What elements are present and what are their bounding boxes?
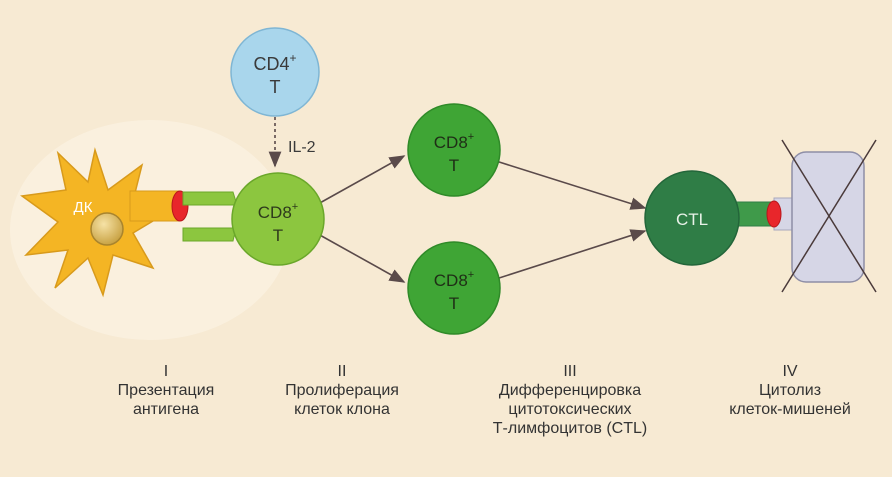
cd4-type: T: [270, 77, 281, 97]
tcr-lower: [182, 227, 237, 242]
cd8-top-sup: +: [468, 131, 474, 143]
stage-2-number: II: [337, 363, 347, 380]
stage-caption-3: III Дифференцировка цитотоксических Т-ли…: [460, 362, 680, 438]
stage-caption-1: I Презентация антигена: [86, 362, 246, 419]
target-antigen: [766, 200, 782, 228]
stage-caption-2: II Пролиферация клеток клона: [252, 362, 432, 419]
cd8-main-type: T: [273, 226, 283, 245]
stage-2-line2: клеток клона: [294, 401, 390, 418]
cd8-t-cell-main: CD8+ T: [231, 172, 325, 266]
svg-text:CD8+: CD8+: [434, 131, 474, 152]
arrow-top-to-ctl: [495, 160, 647, 210]
stage-4-line2: клеток-мишеней: [729, 401, 851, 418]
cd8-bottom-sup: +: [468, 269, 474, 281]
tcr-upper: [182, 191, 238, 206]
stage-1-line1: Презентация: [117, 382, 215, 399]
arrow-bottom-to-ctl: [495, 229, 647, 280]
stage-2-line1: Пролиферация: [285, 382, 399, 399]
cd4-sup: +: [290, 51, 297, 65]
cd8-t-cell-bottom: CD8+ T: [407, 241, 501, 335]
svg-text:CD8+: CD8+: [434, 269, 474, 290]
stage-4-number: IV: [782, 363, 798, 380]
svg-text:CD8+: CD8+: [258, 201, 298, 222]
stage-caption-4: IV Цитолиз клеток-мишеней: [700, 362, 880, 419]
il2-label: IL-2: [288, 139, 316, 156]
svg-text:CD4+: CD4+: [253, 51, 296, 74]
stage-3-line3: Т-лимфоцитов (CTL): [492, 420, 648, 437]
stage-4-line1: Цитолиз: [758, 382, 822, 399]
arrow-to-cd8-bottom: [317, 233, 406, 283]
cd8-bottom-type: T: [449, 294, 459, 313]
cross-line-2: [781, 139, 877, 293]
cd8-t-cell-top: CD8+ T: [407, 103, 501, 197]
cd8-bottom-name: CD8: [434, 271, 468, 290]
cd8-top-name: CD8: [434, 133, 468, 152]
arrow-to-cd8-top: [317, 155, 406, 205]
ctl-label: CTL: [676, 210, 708, 229]
ctl-cell: CTL: [644, 170, 740, 266]
dendritic-nucleus: [90, 212, 124, 246]
target-cell: [781, 139, 877, 293]
dk-label: ДК: [74, 199, 93, 216]
cd4-name: CD4: [253, 54, 289, 74]
cd8-main-sup: +: [292, 201, 298, 213]
stage-3-line2: цитотоксических: [508, 401, 632, 418]
stage-1-line2: антигена: [132, 401, 200, 418]
cd8-top-type: T: [449, 156, 459, 175]
stage-3-line1: Дифференцировка: [498, 382, 642, 399]
cd8-main-name: CD8: [258, 203, 292, 222]
cd4-t-cell: CD4+ T: [230, 27, 320, 117]
stage-3-number: III: [563, 363, 577, 380]
stage-1-number: I: [163, 363, 169, 380]
